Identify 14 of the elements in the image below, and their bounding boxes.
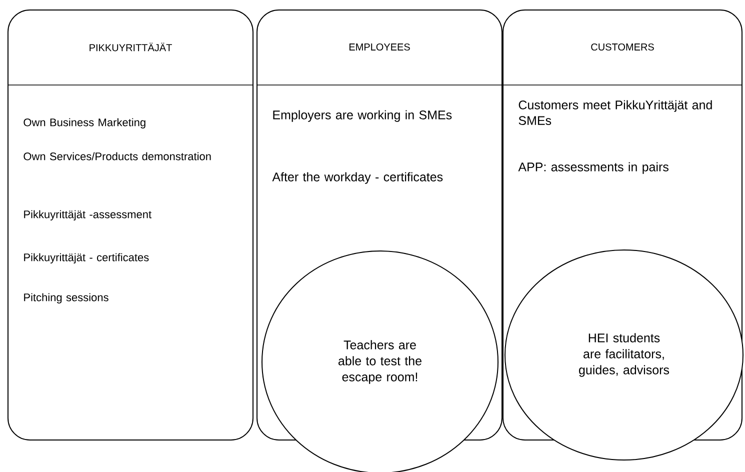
column-heading: CUSTOMERS	[591, 43, 654, 51]
body-text: Own Services/Products demonstration	[24, 152, 211, 160]
body-text: Customers meet PikkuYrittäjät and SMEs	[518, 100, 712, 125]
body-text: Employers are working in SMEs	[273, 110, 452, 122]
node-label: HEI students are facilitators, guides, advisors	[579, 333, 670, 377]
column-heading: PIKKUYRITTÄJÄT	[90, 42, 172, 52]
body-text: Pikkuyrittäjät - certificates	[24, 253, 149, 264]
node-label: Teachers are able to test the escape room!	[338, 340, 422, 384]
body-text: After the workday - certificates	[272, 172, 443, 184]
body-text: Pitching sessions	[24, 293, 108, 304]
body-text: Own Business Marketing	[24, 118, 146, 128]
body-text: APP: assessments in pairs	[518, 162, 668, 174]
column-heading: EMPLOYEES	[349, 43, 410, 51]
body-text: Pikkuyrittäjät -assessment	[24, 210, 152, 220]
